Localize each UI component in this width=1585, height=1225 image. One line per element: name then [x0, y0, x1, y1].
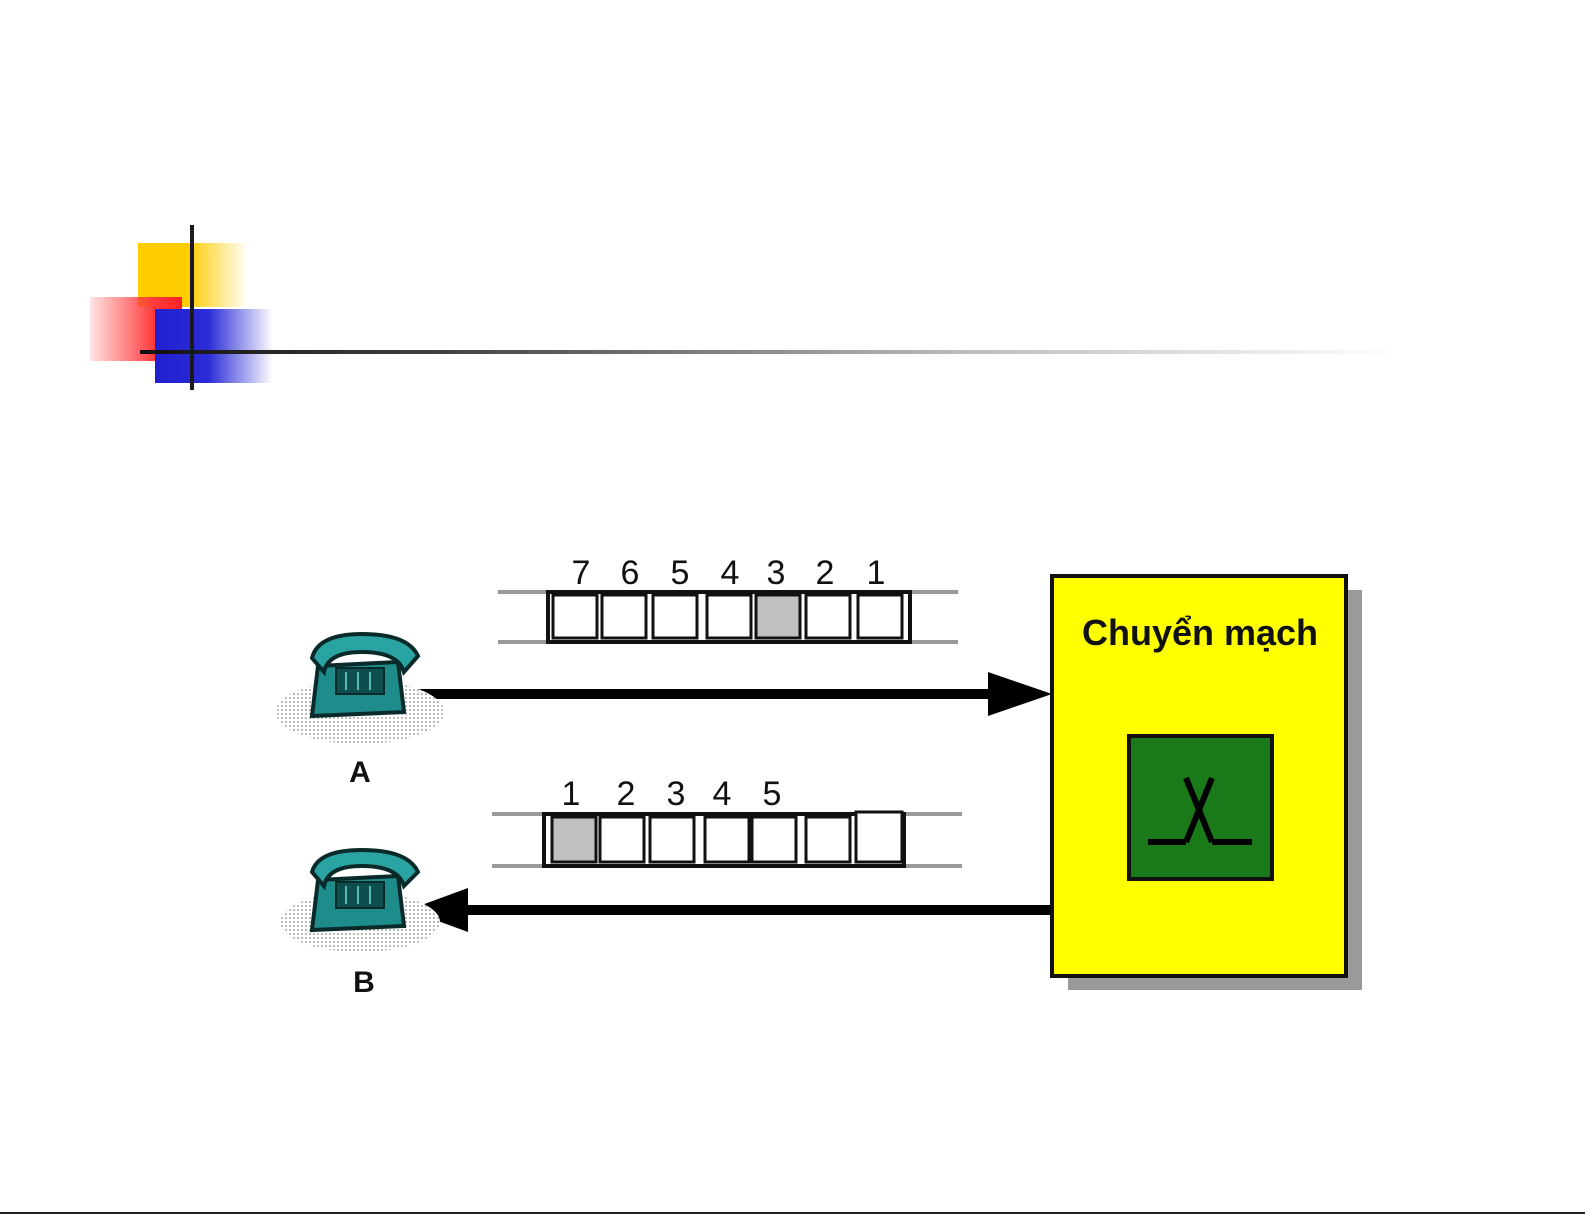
top-slot-2 — [806, 595, 850, 638]
bottom-slot-1-highlighted — [552, 817, 596, 862]
top-slot-7 — [553, 595, 597, 638]
bottom-slot-number: 5 — [763, 775, 782, 813]
top-slot-5 — [653, 595, 697, 638]
top-slot-number: 7 — [572, 554, 591, 592]
bottom-slot-number: 4 — [713, 775, 732, 813]
bottom-slot-4 — [705, 817, 749, 862]
top-slot-1 — [858, 595, 902, 638]
arrow-to-phone-b — [408, 888, 1052, 932]
top-slot-3-highlighted — [756, 595, 800, 638]
bottom-slot-frame — [492, 812, 962, 866]
top-slot-frame — [498, 592, 958, 642]
bottom-slot-2 — [600, 817, 644, 862]
top-slot-number: 1 — [867, 554, 886, 592]
switch-core-icon — [1129, 736, 1272, 879]
arrow-to-switch — [400, 672, 1052, 716]
bottom-slot-number: 3 — [667, 775, 686, 813]
phone-a-label: A — [349, 756, 371, 789]
top-slot-number: 2 — [816, 554, 835, 592]
bottom-slot-5 — [752, 817, 796, 862]
bottom-slot-7 — [856, 812, 902, 862]
bottom-slot-number: 1 — [562, 775, 581, 813]
phone-b-label: B — [353, 966, 375, 999]
top-slot-number: 6 — [621, 554, 640, 592]
phone-b-icon — [280, 850, 440, 952]
switch-title: Chuyển mạch — [1082, 612, 1318, 653]
top-slot-6 — [602, 595, 646, 638]
top-slot-4 — [707, 595, 751, 638]
bottom-slot-number: 2 — [617, 775, 636, 813]
top-slot-number: 3 — [767, 554, 786, 592]
top-slot-number: 4 — [721, 554, 740, 592]
bottom-slot-6 — [806, 817, 850, 862]
bottom-slot-3 — [650, 817, 694, 862]
top-slot-number: 5 — [671, 554, 690, 592]
